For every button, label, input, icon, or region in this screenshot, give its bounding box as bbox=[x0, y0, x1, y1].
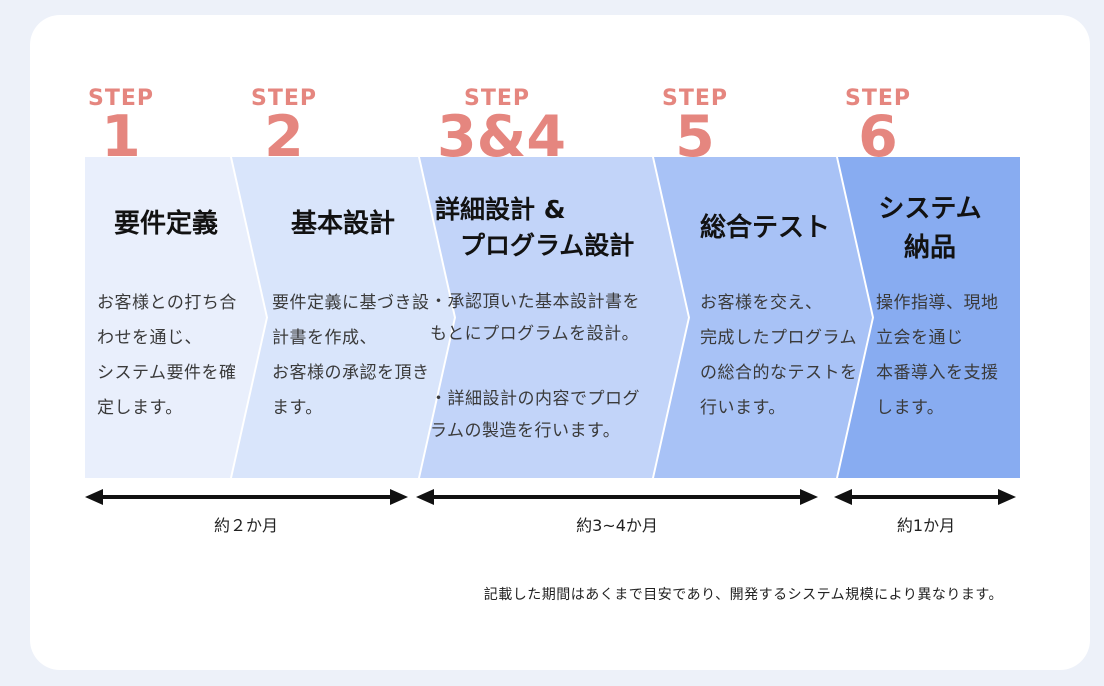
step3-4-number: 3&4 bbox=[437, 104, 567, 171]
step1-number: 1 bbox=[101, 104, 141, 171]
step3-4-title: 詳細設計 & プログラム設計 bbox=[435, 195, 635, 261]
step5-segment bbox=[654, 157, 872, 478]
disclaimer-note: 記載した期間はあくまで目安であり、開発するシステム規模により異なります。 bbox=[483, 587, 1003, 603]
step6-header: STEP 6 bbox=[818, 86, 938, 166]
step1-description: お客様との打ち合 わせを通じ、 システム要件を確 定します。 bbox=[97, 293, 237, 418]
duration-arrow-2 bbox=[416, 489, 818, 505]
step2-number: 2 bbox=[264, 104, 304, 171]
step2-word: STEP bbox=[250, 86, 317, 111]
step6-word: STEP bbox=[844, 86, 911, 111]
step2-description: 要件定義に基づき設 計書を作成、 お客様の承認を頂き ます。 bbox=[272, 293, 430, 418]
step3-4-word: STEP bbox=[463, 86, 530, 111]
chevron-band bbox=[85, 157, 1020, 478]
step5-word: STEP bbox=[661, 86, 728, 111]
duration-arrow-1 bbox=[85, 489, 408, 505]
step3-4-description: ・承認頂いた基本設計書を もとにプログラムを設計。 ・詳細設計の内容でプログ ラ… bbox=[430, 292, 640, 442]
duration-label-2: 約3~4か月 bbox=[576, 516, 658, 535]
step6-description: 操作指導、現地 立会を通じ 本番導入を支援 します。 bbox=[876, 293, 999, 418]
step5-description: お客様を交え、 完成したプログラム の総合的なテストを 行います。 bbox=[700, 293, 858, 418]
step5-header: STEP 5 bbox=[635, 86, 755, 166]
duration-label-1: 約２か月 bbox=[213, 516, 278, 535]
step1-header: STEP 1 bbox=[61, 86, 181, 166]
duration-label-3: 約1か月 bbox=[896, 516, 956, 535]
step2-title: 基本設計 bbox=[290, 209, 395, 239]
step1-word: STEP bbox=[87, 86, 154, 111]
step3-4-segment bbox=[420, 157, 688, 478]
step2-segment bbox=[232, 157, 454, 478]
step6-number: 6 bbox=[858, 104, 898, 171]
step5-number: 5 bbox=[675, 104, 715, 171]
step2-header: STEP 2 bbox=[224, 86, 344, 166]
step1-title: 要件定義 bbox=[113, 209, 218, 239]
step1-segment bbox=[85, 157, 266, 478]
step5-title: 総合テスト bbox=[699, 213, 830, 243]
step6-title: システム 納品 bbox=[878, 194, 982, 263]
duration-arrow-3 bbox=[834, 489, 1016, 505]
step3-4-header: STEP 3&4 bbox=[437, 86, 567, 171]
